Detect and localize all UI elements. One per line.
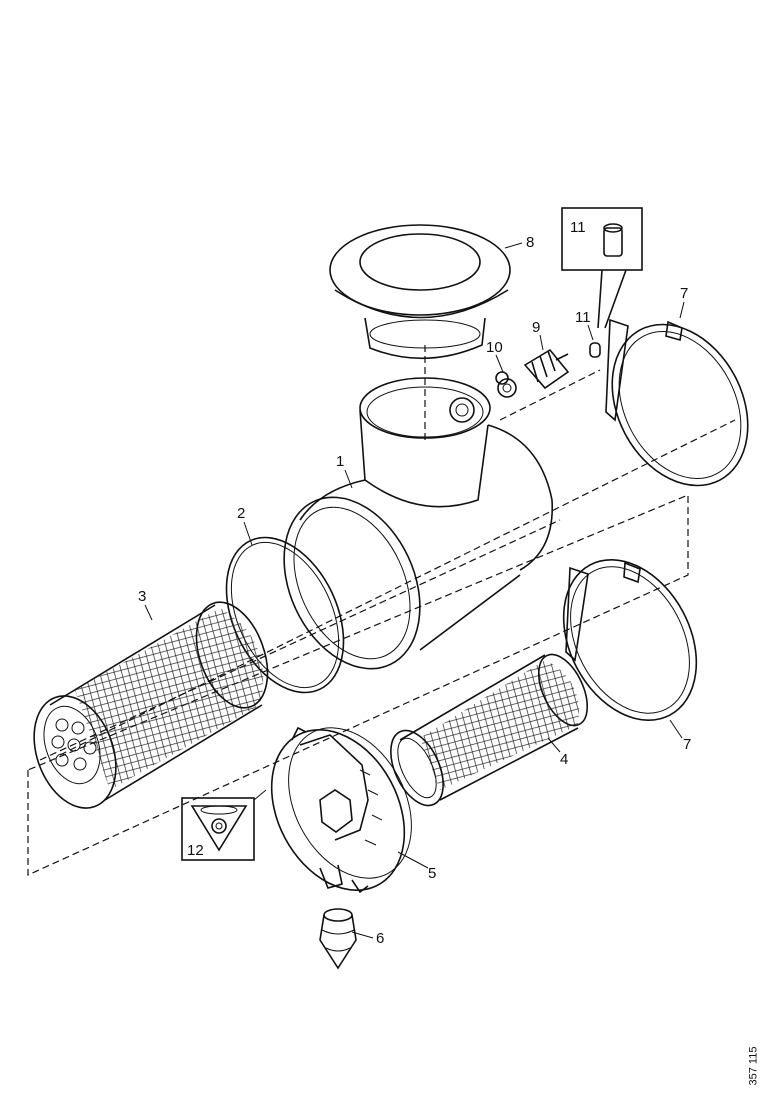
filter-end-holes <box>51 718 97 771</box>
clamp-upper-part-7 <box>605 318 749 487</box>
drawing-number-label: 357 115 <box>747 1040 772 1096</box>
callout-12: 12 <box>187 842 204 859</box>
clamp-lower-part-7 <box>562 559 698 721</box>
callout-10: 10 <box>486 339 503 356</box>
main-filter-element-part-3 <box>33 601 269 809</box>
assembly-axis-lines <box>27 345 736 876</box>
callout-3: 3 <box>138 588 146 605</box>
cover-part-5 <box>270 726 412 894</box>
warning-decal-part-12 <box>181 789 267 861</box>
callout-2: 2 <box>237 505 245 522</box>
housing-part-1 <box>283 377 554 670</box>
callout-1: 1 <box>336 453 344 470</box>
dust-valve-part-6 <box>319 908 357 970</box>
callout-6: 6 <box>376 930 384 947</box>
callout-5: 5 <box>428 865 436 882</box>
rain-cap-part-8 <box>329 224 511 360</box>
callout-7-upper: 7 <box>680 285 688 302</box>
callout-7-lower: 7 <box>683 736 691 753</box>
callout-11-box: 11 <box>570 219 586 236</box>
drawing-number-text: 357 115 <box>747 1046 760 1086</box>
adapter-part-10 <box>495 371 517 398</box>
callout-8: 8 <box>526 234 534 251</box>
callout-9: 9 <box>532 319 540 336</box>
safety-element-part-4 <box>390 653 589 807</box>
restriction-indicator-part-9 <box>523 348 570 390</box>
callout-11: 11 <box>575 309 591 326</box>
detail-box-part-11 <box>561 207 643 329</box>
callout-labels: 1 2 3 4 5 6 7 7 8 9 10 11 11 12 <box>138 219 691 947</box>
callout-4: 4 <box>560 751 568 768</box>
leader-lines <box>144 242 685 939</box>
cap-part-11 <box>589 342 601 358</box>
